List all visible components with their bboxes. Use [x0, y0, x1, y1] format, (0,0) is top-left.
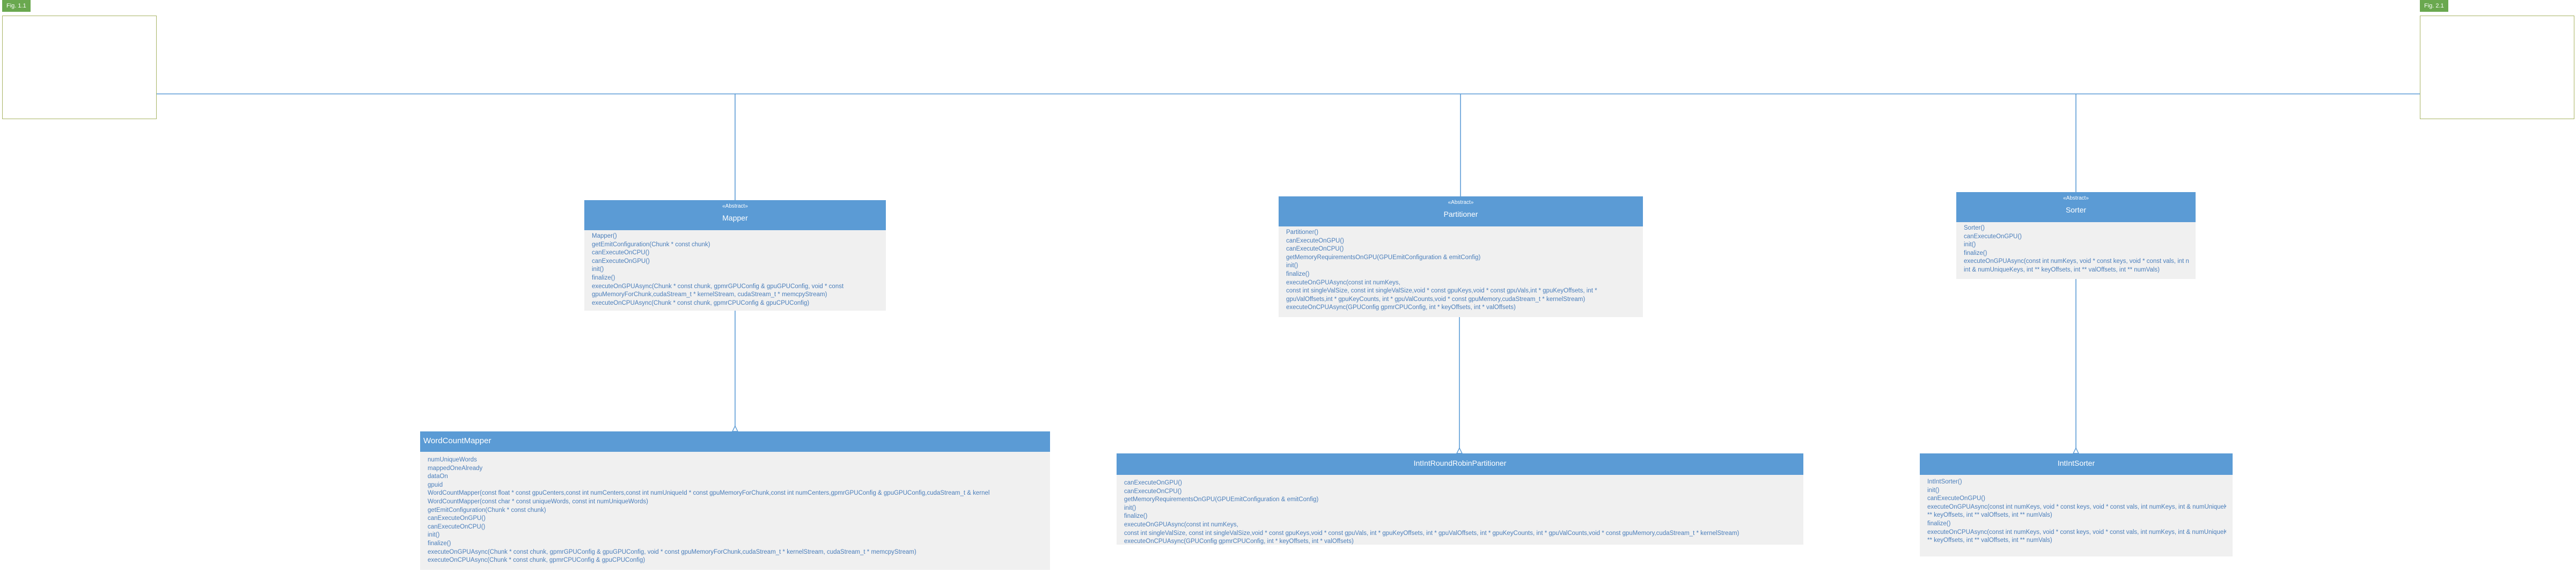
- operation: gpuMemoryForChunk,cudaStream_t * kernelS…: [592, 291, 827, 298]
- operation: const int singleValSize, const int singl…: [1286, 288, 1597, 295]
- intint-sorter-class-box: IntIntSorter IntIntSorter() init() canEx…: [1920, 453, 2233, 556]
- partitioner-class-box: «Abstract» Partitioner Partitioner() can…: [1279, 196, 1643, 317]
- operation: canExecuteOnGPU(): [592, 258, 650, 265]
- operation: finalize(): [1927, 520, 1951, 527]
- operation: canExecuteOnGPU(): [428, 515, 486, 522]
- operation: canExecuteOnGPU(): [1927, 495, 1986, 502]
- partitioner-operations: Partitioner() canExecuteOnGPU() canExecu…: [1279, 226, 1643, 314]
- mapper-class-box: «Abstract» Mapper Mapper() getEmitConfig…: [584, 200, 886, 311]
- operation: executeOnGPUAsync(Chunk * const chunk, g…: [428, 548, 916, 555]
- operation: init(): [1927, 487, 1940, 494]
- intint-sorter-class-name: IntIntSorter: [2057, 459, 2095, 467]
- partitioner-class-name: Partitioner: [1443, 210, 1478, 218]
- operation: executeOnGPUAsync(Chunk * const chunk, g…: [592, 283, 844, 290]
- operation: canExecuteOnCPU(): [1286, 246, 1344, 253]
- mapper-class-header: «Abstract» Mapper: [584, 200, 886, 230]
- inherit-arrow-partitioner: [1456, 447, 1463, 454]
- operation: executeOnCPUAsync(Chunk * const chunk, g…: [428, 557, 645, 564]
- operation: executeOnCPUAsync(Chunk * const chunk, g…: [592, 299, 810, 306]
- operation: getMemoryRequirementsOnGPU(GPUEmitConfig…: [1286, 254, 1481, 261]
- operation: finalize(): [592, 274, 615, 281]
- wordcount-mapper-class-header: WordCountMapper: [420, 431, 1050, 452]
- operation: canExecuteOnGPU(): [1286, 237, 1345, 244]
- sorter-operations: Sorter() canExecuteOnGPU() init() finali…: [1956, 222, 2196, 277]
- roundrobin-partitioner-class-box: IntIntRoundRobinPartitioner canExecuteOn…: [1117, 453, 1803, 545]
- operation: executeOnGPUAsync(const int numKeys, voi…: [1964, 258, 2189, 265]
- operation: canExecuteOnGPU(): [1964, 233, 2022, 240]
- sorter-class-box: «Abstract» Sorter Sorter() canExecuteOnG…: [1956, 192, 2196, 279]
- operation: canExecuteOnCPU(): [592, 250, 650, 256]
- sorter-class-name: Sorter: [2065, 206, 2087, 214]
- wordcount-mapper-class-box: WordCountMapper numUniqueWords mappedOne…: [420, 431, 1050, 570]
- operation: finalize(): [428, 540, 451, 547]
- attribute: gpuid: [428, 481, 443, 488]
- operation: WordCountMapper(const float * const gpuC…: [428, 490, 990, 497]
- roundrobin-partitioner-class-header: IntIntRoundRobinPartitioner: [1117, 453, 1803, 475]
- operation: init(): [1286, 262, 1298, 269]
- operation: getEmitConfiguration(Chunk * const chunk…: [592, 241, 710, 248]
- operation: finalize(): [1286, 270, 1310, 277]
- roundrobin-partitioner-class-name: IntIntRoundRobinPartitioner: [1413, 459, 1507, 467]
- wordcount-mapper-class-name: WordCountMapper: [423, 436, 491, 445]
- operation: finalize(): [1964, 250, 1987, 256]
- inherit-arrow-mapper: [731, 425, 739, 432]
- sorter-class-header: «Abstract» Sorter: [1956, 192, 2196, 222]
- operation: Partitioner(): [1286, 229, 1319, 236]
- operation: init(): [1124, 504, 1136, 511]
- operation: executeOnGPUAsync(const int numKeys,: [1286, 279, 1400, 286]
- operation: executeOnGPUAsync(const int numKeys, voi…: [1927, 503, 2226, 510]
- operation: ** keyOffsets, int ** valOffsets, int **…: [1927, 537, 2052, 544]
- operation: canExecuteOnGPU(): [1124, 480, 1183, 486]
- operation: executeOnGPUAsync(const int numKeys,: [1124, 521, 1238, 528]
- operation: int & numUniqueKeys, int ** keyOffsets, …: [1964, 266, 2160, 273]
- operation: WordCountMapper(const char * const uniqu…: [428, 498, 649, 505]
- intint-sorter-operations: IntIntSorter() init() canExecuteOnGPU() …: [1920, 475, 2233, 547]
- operation: gpuValOffsets,int * gpuKeyCounts, int * …: [1286, 296, 1586, 303]
- attribute: dataOn: [428, 473, 448, 480]
- figure-tab-2: Fig. 2.1: [2420, 0, 2448, 12]
- operation: Sorter(): [1964, 225, 1985, 231]
- roundrobin-partitioner-operations: canExecuteOnGPU() canExecuteOnCPU() getM…: [1117, 475, 1803, 548]
- operation: executeOnCPUAsync(GPUConfig gpmrCPUConfi…: [1124, 538, 1354, 545]
- operation: getEmitConfiguration(Chunk * const chunk…: [428, 507, 546, 514]
- bus-line: [157, 93, 736, 200]
- figure-frame-2: [2420, 16, 2574, 119]
- operation: const int singleValSize, const int singl…: [1124, 530, 1740, 537]
- figure-frame-1: [2, 16, 157, 119]
- operation: finalize(): [1124, 513, 1148, 520]
- wordcount-mapper-operations: numUniqueWords mappedOneAlready dataOn g…: [420, 452, 1050, 567]
- operation: init(): [1964, 241, 1976, 248]
- mapper-stereotype: «Abstract»: [722, 203, 748, 209]
- attribute: mappedOneAlready: [428, 465, 483, 472]
- figure-tab-1: Fig. 1.1: [2, 0, 31, 12]
- attribute: numUniqueWords: [428, 457, 477, 463]
- operation: canExecuteOnCPU(): [428, 523, 486, 530]
- mapper-operations: Mapper() getEmitConfiguration(Chunk * co…: [584, 230, 886, 310]
- partitioner-stereotype: «Abstract»: [1448, 200, 1474, 206]
- inherit-arrow-sorter: [2072, 447, 2080, 454]
- partitioner-class-header: «Abstract» Partitioner: [1279, 196, 1643, 226]
- sorter-stereotype: «Abstract»: [2063, 195, 2089, 201]
- operation: getMemoryRequirementsOnGPU(GPUEmitConfig…: [1124, 496, 1319, 503]
- operation: Mapper(): [592, 233, 617, 239]
- intint-sorter-class-header: IntIntSorter: [1920, 453, 2233, 475]
- mapper-class-name: Mapper: [722, 214, 748, 222]
- operation: executeOnCPUAsync(const int numKeys, voi…: [1927, 529, 2226, 536]
- operation: IntIntSorter(): [1927, 479, 1962, 485]
- operation: init(): [428, 532, 440, 539]
- operation: executeOnCPUAsync(GPUConfig gpmrCPUConfi…: [1286, 304, 1516, 311]
- operation: init(): [592, 266, 604, 273]
- operation: canExecuteOnCPU(): [1124, 488, 1182, 495]
- operation: ** keyOffsets, int ** valOffsets, int **…: [1927, 512, 2052, 519]
